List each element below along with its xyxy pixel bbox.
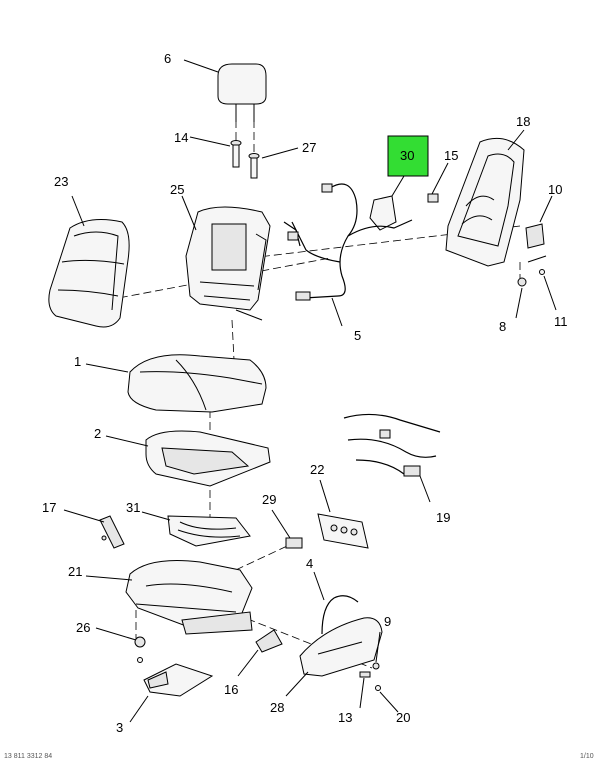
callout-3: 3: [116, 720, 123, 735]
callout-8: 8: [499, 319, 506, 334]
actuator-part-16: [255, 629, 283, 653]
callout-30: 30: [400, 148, 414, 163]
seat-adjuster-part-21: [125, 560, 253, 635]
bracket-part-3: [143, 663, 214, 697]
footer-page: 1/10: [580, 753, 594, 760]
fastener-part-13: [359, 671, 371, 678]
callout-28: 28: [270, 700, 284, 715]
cable-part-4: [321, 595, 359, 635]
headrest-guide-part-27: [248, 153, 260, 179]
clip-part-29: [285, 537, 303, 549]
suspension-part-31: [167, 515, 251, 547]
callout-10: 10: [548, 182, 562, 197]
bolt-part-26: [134, 636, 146, 663]
side-trim-part-28: [299, 617, 383, 677]
seatback-pad-part-25: [185, 206, 271, 321]
callout-13: 13: [338, 710, 352, 725]
switch-part-17: [99, 515, 125, 549]
callout-20: 20: [396, 710, 410, 725]
callout-4: 4: [306, 556, 313, 571]
bolt-part-8: [517, 277, 527, 287]
leader-lines: [63, 59, 557, 723]
seatback-cover-part-23: [48, 219, 130, 328]
callout-22: 22: [310, 462, 324, 477]
callout-11: 11: [554, 314, 568, 329]
footer-reference: 13 811 3312 84: [4, 753, 52, 760]
callout-26: 26: [76, 620, 90, 635]
callout-27: 27: [302, 140, 316, 155]
callout-labels: 6 14 27 23 25 30 15 18 10 8 11 5 1 2 22 …: [42, 51, 568, 735]
bracket-part-30: [369, 195, 397, 231]
washer-part-11: [527, 255, 547, 275]
highlight-part-30: [387, 135, 429, 197]
callout-14: 14: [174, 130, 188, 145]
headrest-guide-part-14: [230, 140, 242, 168]
callout-31: 31: [126, 500, 140, 515]
seatback-frame-part-18: [445, 137, 525, 267]
callout-23: 23: [54, 174, 68, 189]
headrest-part-6: [217, 63, 267, 122]
fastener-part-9: [372, 662, 380, 670]
callout-25: 25: [170, 182, 184, 197]
clip-part-15: [427, 193, 439, 203]
callout-18: 18: [516, 114, 530, 129]
callout-17: 17: [42, 500, 56, 515]
callout-15: 15: [444, 148, 458, 163]
callout-9: 9: [384, 614, 391, 629]
callout-16: 16: [224, 682, 238, 697]
fastener-part-20: [375, 685, 381, 691]
wiring-harness-part-5: [283, 183, 413, 301]
callout-1: 1: [74, 354, 81, 369]
cushion-pad-part-2: [145, 430, 271, 487]
callout-29: 29: [262, 492, 276, 507]
lower-harness-part-19: [343, 413, 441, 477]
callout-6: 6: [164, 51, 171, 66]
callout-5: 5: [354, 328, 361, 343]
callout-2: 2: [94, 426, 101, 441]
callout-19: 19: [436, 510, 450, 525]
module-part-22: [317, 513, 369, 549]
cushion-cover-part-1: [127, 354, 267, 413]
recliner-part-10: [525, 223, 545, 249]
callout-21: 21: [68, 564, 82, 579]
